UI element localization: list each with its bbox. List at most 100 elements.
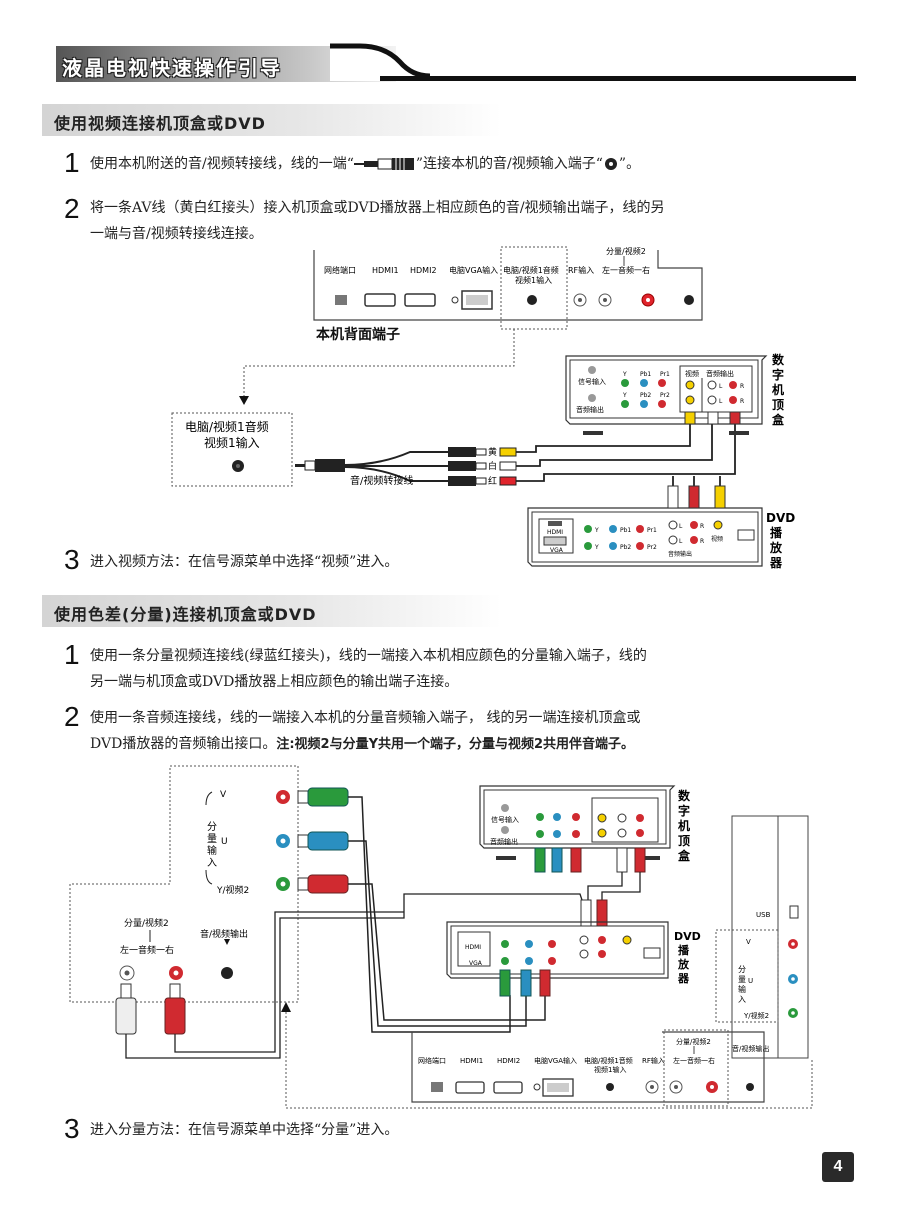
svg-text:Pb1: Pb1 (640, 371, 651, 378)
svg-text:R: R (740, 383, 744, 390)
ethernet-port-icon (335, 295, 347, 305)
svg-text:量: 量 (738, 975, 746, 984)
s2-step2-note: 注:视频2与分量Y共用一个端子，分量与视频2共用伴音端子。 (276, 737, 635, 752)
tv-back-panel: 网络端口 HDMI1 HDMI2 电脑VGA输入 电脑/视频1音频 视频1输入 … (313, 246, 703, 330)
svg-text:Pr2: Pr2 (660, 392, 670, 399)
svg-text:信号输入: 信号输入 (578, 377, 606, 386)
svg-text:入: 入 (738, 995, 746, 1004)
s1-step2-line1: 将一条AV线（黄白红接头）接入机顶盒或DVD播放器上相应颜色的音/视频输出端子，… (90, 200, 665, 216)
svg-text:U: U (221, 837, 228, 847)
svg-text:音频输出: 音频输出 (668, 550, 692, 558)
s2-step3-number: 3 (64, 1113, 80, 1144)
svg-text:盒: 盒 (771, 412, 785, 427)
svg-text:顶: 顶 (678, 834, 690, 848)
svg-text:分量/视频2: 分量/视频2 (676, 1037, 711, 1046)
svg-text:器: 器 (677, 972, 690, 985)
svg-text:HDMI: HDMI (547, 529, 563, 536)
svg-text:电脑VGA输入: 电脑VGA输入 (534, 1056, 577, 1065)
svg-text:量: 量 (207, 833, 217, 845)
hdmi-port-icon (404, 293, 436, 307)
plug-white-label: 白 (488, 460, 497, 472)
svg-text:分: 分 (207, 821, 217, 833)
svg-text:顶: 顶 (772, 398, 784, 412)
svg-text:播: 播 (770, 525, 783, 540)
svg-text:输: 输 (207, 844, 217, 857)
svg-text:L: L (719, 383, 723, 390)
svg-text:Pb1: Pb1 (620, 527, 631, 534)
s1-step2-line2: 一端与音/视频转接线连接。 (90, 226, 263, 242)
svg-text:输: 输 (738, 984, 746, 994)
svg-text:音频输出: 音频输出 (576, 405, 604, 414)
diagram-video-connection: 网络端口 HDMI1 HDMI2 电脑VGA输入 电脑/视频1音频 视频1输入 … (171, 246, 795, 570)
svg-text:音频输出: 音频输出 (490, 837, 518, 846)
svg-text:HDMI: HDMI (465, 944, 481, 951)
svg-text:Y: Y (594, 527, 599, 534)
svg-text:电脑/视频1音频: 电脑/视频1音频 (584, 1056, 633, 1065)
adapter-label: 音/视频转接线 (350, 474, 413, 487)
svg-text:视频1输入: 视频1输入 (594, 1065, 626, 1074)
svg-text:网络端口: 网络端口 (418, 1056, 446, 1065)
zoom-label-1: 电脑/视频1音频 (185, 419, 269, 434)
svg-text:左一音频一右: 左一音频一右 (120, 944, 174, 956)
section1-bar (42, 104, 502, 136)
s2-step2-number: 2 (64, 701, 80, 732)
svg-text:R: R (700, 538, 704, 545)
dvd-player: HDMI VGA Y Pb1 Pr1 Y Pb2 Pr2 L R L R 视频 … (527, 507, 795, 570)
dvd-player-2: HDMI VGA DVD 播 放 器 (446, 921, 701, 985)
svg-text:视频: 视频 (711, 535, 723, 543)
header-rule (380, 76, 856, 81)
s1-step3-number: 3 (64, 544, 80, 575)
svg-text:视频: 视频 (685, 369, 699, 378)
tv-port-label: HDMI1 (372, 266, 399, 275)
svg-text:分: 分 (738, 965, 746, 974)
s2-step3-text: 进入分量方法：在信号源菜单中选择“分量”进入。 (90, 1122, 399, 1138)
av-adapter-icon (353, 158, 414, 170)
plug-yellow-label: 黄 (488, 446, 497, 458)
svg-text:数: 数 (678, 788, 691, 803)
svg-text:V: V (220, 790, 227, 800)
svg-text:R: R (700, 523, 704, 530)
header-swoosh (330, 43, 430, 81)
svg-text:放: 放 (677, 957, 690, 971)
zoom-label-2: 视频1输入 (204, 435, 260, 450)
tv-port-label: RF输入 (568, 265, 594, 275)
svg-text:放: 放 (769, 540, 783, 555)
svg-text:字: 字 (772, 367, 784, 382)
av-adapter-cable: 黄 白 红 音/视频转接线 (295, 446, 497, 487)
s2-step1-number: 1 (64, 639, 80, 670)
svg-text:分量/视频2: 分量/视频2 (124, 917, 169, 929)
page-number: 4 (822, 1152, 854, 1182)
s2-step2-line2: DVD播放器的音频输出接口。注:视频2与分量Y共用一个端子，分量与视频2共用伴音… (90, 736, 635, 752)
svg-text:音/视频输出: 音/视频输出 (200, 928, 248, 940)
svg-text:机: 机 (678, 818, 690, 833)
svg-text:左一音频一右: 左一音频一右 (673, 1056, 715, 1065)
svg-text:播: 播 (678, 943, 690, 957)
svg-text:R: R (740, 398, 744, 405)
svg-text:DVD: DVD (674, 930, 701, 943)
s1-step2-number: 2 (64, 193, 80, 224)
svg-text:盒: 盒 (677, 848, 691, 863)
diagram-component-connection: V 分 量 输 入 U Y/视频2 分量/视频2 左一音频一右 音/视频输出 信… (69, 765, 813, 1109)
svg-text:Y: Y (594, 544, 599, 551)
s1-step1-number: 1 (64, 147, 80, 178)
tv-port-label: 电脑VGA输入 (449, 265, 498, 275)
tv-port-label: 视频1输入 (515, 275, 552, 285)
svg-text:入: 入 (207, 858, 217, 869)
svg-text:Y/视频2: Y/视频2 (743, 1011, 769, 1020)
svg-text:DVD: DVD (766, 511, 795, 525)
svg-text:Pb2: Pb2 (640, 392, 651, 399)
tv-port-label: 左一音频一右 (602, 265, 650, 275)
jack-icon (604, 158, 617, 170)
set-top-box-2: 信号输入 音频输出 数 字 机 顶 盒 (479, 785, 691, 863)
svg-text:USB: USB (756, 911, 771, 919)
tv-port-label: 网络端口 (324, 265, 356, 275)
hdmi-port-icon (364, 293, 396, 307)
svg-text:Y: Y (622, 392, 627, 399)
svg-text:音/视频输出: 音/视频输出 (732, 1044, 769, 1053)
svg-text:L: L (679, 523, 683, 530)
s1-step1-text: 使用本机附送的音/视频转接线，线的一端“”连接本机的音/视频输入端子“”。 (90, 156, 641, 172)
s2-step1-line1: 使用一条分量视频连接线(绿蓝红接头)，线的一端接入本机相应颜色的分量输入端子，线… (90, 648, 647, 664)
svg-text:Pb2: Pb2 (620, 544, 631, 551)
svg-text:L: L (679, 538, 683, 545)
svg-text:RF输入: RF输入 (642, 1056, 665, 1065)
